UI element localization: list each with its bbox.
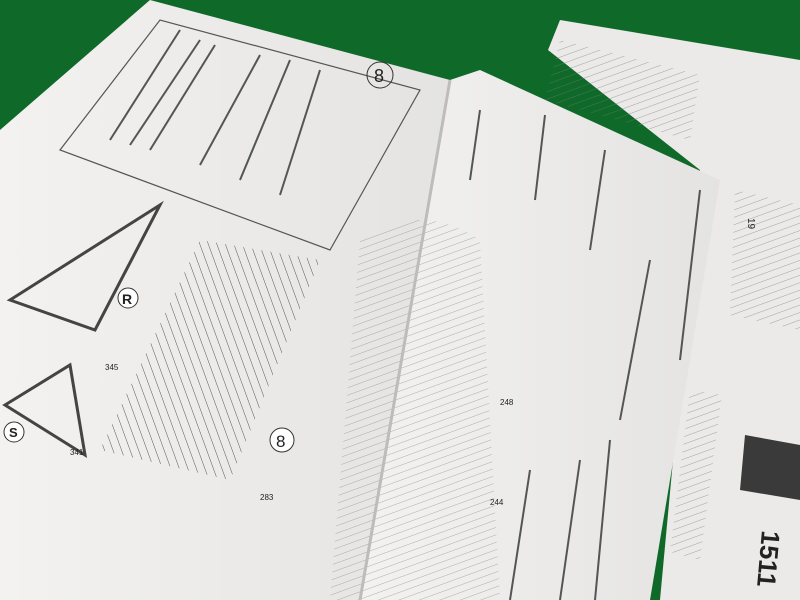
model-photo [740,435,800,500]
part-label: 341 [70,448,84,457]
part-label: 244 [490,498,504,507]
wall-panel-drawing [545,40,700,140]
back-sheet: 19 1511 [545,20,800,600]
parts-panel [59,19,421,251]
callout-s: S [9,425,18,440]
right-page: 8 283 248 244 [260,70,720,600]
part-label: 345 [105,363,119,372]
model-number: 1511 [751,529,786,588]
house-drawing [330,220,500,600]
part-label: 248 [500,398,514,407]
step-number: 8 [374,66,384,86]
log-parts [469,109,701,600]
roof-drawing [100,240,320,480]
page-number: 19 [745,218,756,230]
roof-truss-drawing [6,200,164,332]
wall-panel-drawing [730,190,800,330]
callout-r: R [122,291,132,307]
part-label: 283 [260,493,274,502]
step-number: 8 [276,432,285,451]
book-spine [358,79,452,600]
left-page: 8 R S 345 341 [0,0,450,600]
log-parts [109,29,321,196]
wall-panel-drawing [670,390,722,560]
roof-truss-drawing [2,362,88,459]
